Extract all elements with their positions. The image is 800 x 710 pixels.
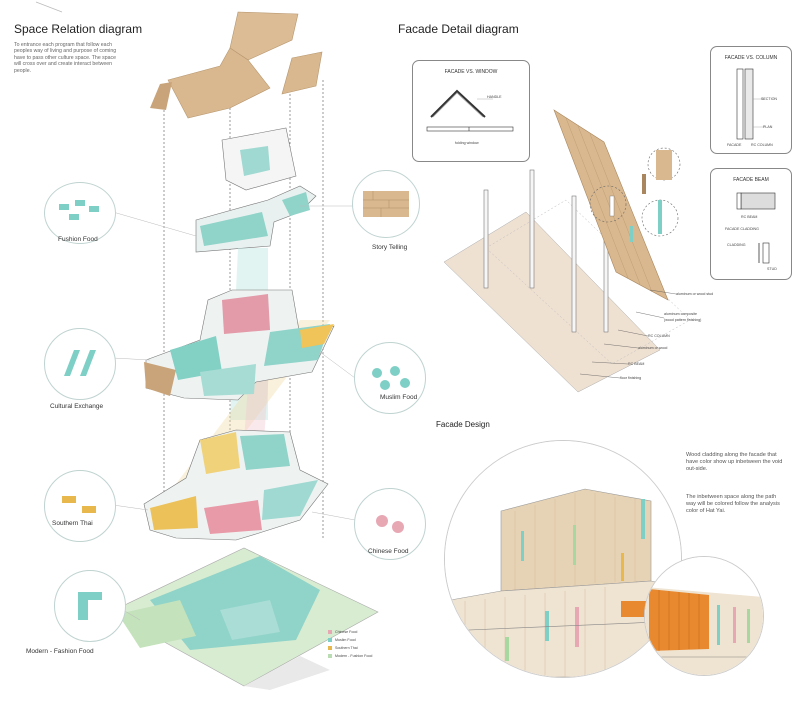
facade-label: FACADE [727, 143, 742, 147]
facade-cladding-label: FACADE CLADDING [725, 227, 759, 231]
facade-window-title: FACADE VS. WINDOW [444, 69, 498, 75]
facade-window-drawing [426, 89, 514, 132]
story-telling-wall-icon [363, 191, 409, 217]
legend-item: Modern - Fushion Food [328, 654, 372, 658]
legend-swatch [328, 638, 332, 642]
space-relation-intro: To entrance each program that follow eac… [14, 42, 117, 74]
legend-item: Muslim Food [328, 638, 356, 642]
muslim-food-label: Muslim Food [380, 394, 418, 401]
fusion-food-label: Fushion Food [58, 236, 98, 243]
southern-thai-label: Southern Thai [52, 520, 93, 527]
legend-label: Muslim Food [335, 638, 356, 642]
handle-label: HANDLE [487, 95, 502, 99]
fusion-food-tables-icon [59, 200, 99, 220]
callout-aluminum: aluminum or wood [638, 346, 668, 350]
facade-beam-drawing [736, 192, 776, 264]
muslim-food-tables-icon [372, 366, 410, 390]
ground-floor [109, 547, 379, 690]
floor-2 [143, 429, 329, 541]
legend-item: Chinese Food [328, 630, 357, 634]
folding-window-label: folding window [455, 141, 479, 145]
story-telling-label: Story Telling [372, 244, 408, 251]
callout-composite: aluminum composite [664, 312, 697, 316]
facade-column-drawing [736, 68, 765, 140]
legend-label: Southern Thai [335, 646, 358, 650]
legend-swatch [328, 630, 332, 634]
facade-design-title: Facade Design [436, 420, 490, 429]
cultural-exchange-icon [64, 350, 96, 376]
muslim-food-circle [354, 342, 426, 414]
facade-design-note-1: Wood cladding along the facade that have… [686, 452, 783, 472]
modern-fusion-food-label: Modern - Fashion Food [26, 648, 94, 655]
plan-label: PLAN [763, 125, 773, 129]
southern-thai-circle [44, 470, 116, 542]
facade-detail-title: Facade Detail diagram [398, 22, 519, 36]
facade-design-render [444, 440, 682, 678]
facade-design-zoom [644, 556, 764, 676]
southern-thai-tables-icon [62, 496, 96, 513]
rc-column-label: RC COLUMN [751, 143, 773, 147]
modern-fusion-food-icon [78, 592, 102, 620]
chinese-food-circle [354, 488, 426, 560]
facade-beam-detail: FACADE BEAM RC BEAM FACADE CLADDING CLAD… [710, 168, 792, 280]
chinese-food-tables-icon [376, 515, 404, 533]
facade-column-detail: FACADE VS. COLUMN SECTION PLAN FACADE RC… [710, 46, 792, 154]
facade-beam-title: FACADE BEAM [733, 177, 769, 183]
building-render [445, 441, 681, 677]
cladding-label: CLADDING [727, 243, 746, 247]
orange-cladding-zoom [645, 557, 763, 675]
modern-fusion-food-circle [54, 570, 126, 642]
section-label: SECTION [761, 97, 777, 101]
legend-label: Modern - Fushion Food [335, 654, 373, 658]
callout-stud: aluminum or wood stud [676, 292, 714, 296]
cultural-exchange-circle [44, 328, 116, 400]
legend-swatch [328, 646, 332, 650]
facade-design-note-2: The inbetween space along the path way w… [686, 494, 780, 514]
floor-3 [144, 289, 335, 401]
legend-swatch [328, 654, 332, 658]
legend-item: Southern Thai [328, 646, 358, 650]
stud-label: STUD [767, 267, 777, 271]
callout-composite-sub: (wood pattern finishing) [664, 318, 702, 322]
fusion-food-circle [44, 182, 116, 244]
callout-rc-column: RC COLUMN [648, 334, 670, 338]
legend-label: Chinese Food [335, 630, 358, 634]
facade-window-detail: FACADE VS. WINDOW HANDLE folding window [412, 60, 530, 162]
story-telling-circle [352, 170, 420, 238]
space-relation-title: Space Relation diagram [14, 22, 143, 36]
callout-rc-beam: RC BEAM [628, 362, 645, 366]
chinese-food-label: Chinese Food [368, 548, 409, 555]
cultural-exchange-label: Cultural Exchange [50, 403, 104, 410]
roof-plates [150, 11, 323, 119]
callout-floor: floor finishing [620, 376, 642, 380]
floor-4 [195, 127, 317, 253]
facade-column-title: FACADE VS. COLUMN [724, 55, 778, 61]
rc-beam-label: RC BEAM [741, 215, 758, 219]
